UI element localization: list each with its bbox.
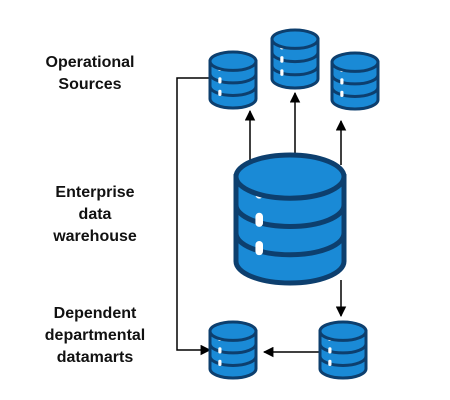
cylinder-highlight (280, 56, 284, 63)
cylinder-highlight (218, 359, 222, 367)
cylinder-band (330, 86, 380, 98)
cylinder-top (208, 50, 258, 72)
enterprise-warehouse-icon (233, 152, 347, 286)
cylinder-body (208, 59, 258, 110)
label-line: Sources (58, 76, 122, 93)
cylinder-highlight (328, 347, 332, 354)
cylinders (208, 28, 380, 380)
cylinder-band (233, 232, 347, 258)
cylinder-top (233, 152, 347, 201)
arrow-source-to-datamart-left (176, 77, 212, 356)
datamart-right-icon (318, 320, 368, 380)
label-line: datamarts (56, 349, 134, 366)
cylinder-band (208, 355, 258, 367)
cylinder-highlight (340, 90, 344, 98)
cylinder-band (208, 343, 258, 355)
operational-source-top-icon (270, 28, 320, 90)
cylinder-highlight (218, 77, 222, 84)
cylinder-highlight (340, 78, 344, 85)
cylinder-highlight (328, 359, 332, 367)
label-operational-sources: Operational Sources (30, 52, 150, 96)
cylinder-highlight (218, 347, 222, 354)
cylinder-highlight (280, 69, 284, 76)
cylinder-body (270, 37, 320, 90)
cylinder-band (208, 85, 258, 97)
cylinder-band (330, 74, 380, 86)
cylinder-band (318, 355, 368, 367)
operational-source-right-icon (330, 51, 380, 111)
cylinder-body (233, 174, 347, 286)
datamart-left-icon (208, 320, 258, 380)
cylinder-band (233, 204, 347, 229)
label-enterprise-data-warehouse: Enterprise data warehouse (35, 182, 155, 248)
cylinder-body (330, 60, 380, 111)
cylinder-highlight (255, 212, 263, 227)
label-line: departmental (44, 327, 146, 344)
label-line: data (78, 206, 112, 223)
cylinder-top (318, 320, 368, 342)
label-line: Dependent (53, 305, 137, 322)
label-dependent-datamarts: Dependent departmental datamarts (30, 303, 160, 369)
cylinder-top (208, 320, 258, 342)
label-line: Operational (45, 54, 135, 71)
cylinder-top (330, 51, 380, 73)
cylinder-band (208, 73, 258, 85)
cylinder-top (270, 28, 320, 50)
operational-source-left-icon (208, 50, 258, 110)
cylinder-band (270, 65, 320, 77)
cylinder-band (318, 343, 368, 355)
cylinder-body (318, 329, 368, 380)
label-line: Enterprise (55, 184, 135, 201)
cylinder-highlight (255, 241, 263, 256)
connectors (176, 77, 347, 358)
cylinder-band (270, 52, 320, 64)
label-line: warehouse (53, 228, 137, 245)
cylinder-highlight (218, 89, 222, 97)
cylinder-body (208, 329, 258, 380)
